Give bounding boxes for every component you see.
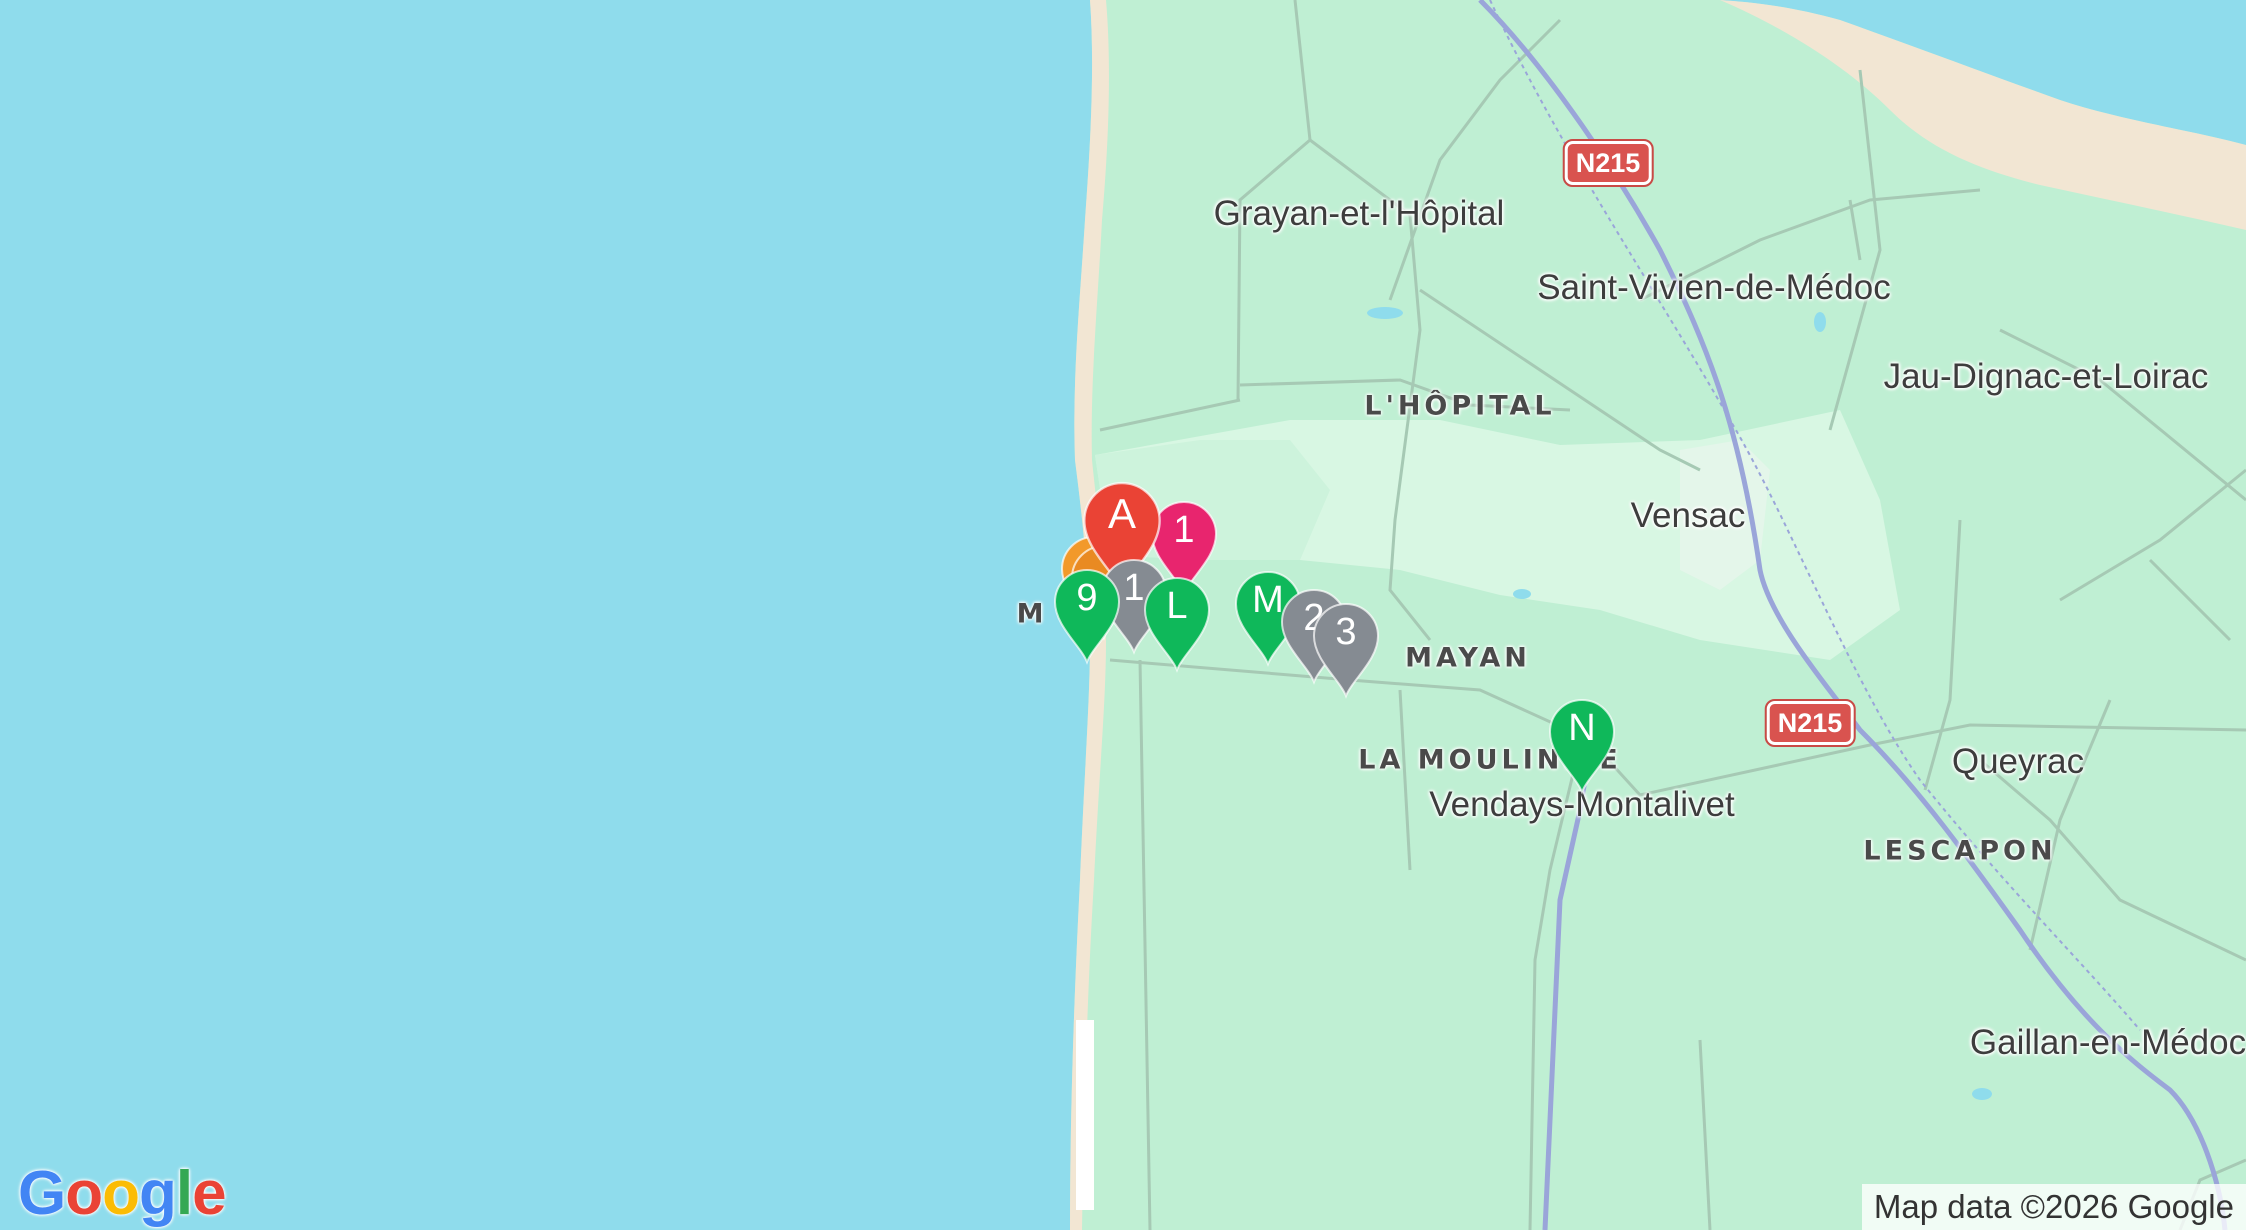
logo-letter: o — [65, 1159, 103, 1228]
village-area — [1680, 440, 1770, 590]
area-label-lescapon: LESCAPON — [1863, 835, 2057, 867]
marker-label: N — [1568, 707, 1596, 749]
map-marker-m[interactable]: M — [1230, 566, 1306, 668]
place-label-jau-dignac: Jau-Dignac-et-Loirac — [1883, 357, 2209, 396]
logo-letter: e — [192, 1159, 226, 1228]
lakes — [1367, 307, 1992, 1100]
map-marker-l[interactable]: L — [1139, 572, 1215, 674]
place-label-queyrac: Queyrac — [1951, 742, 2085, 781]
map-attribution[interactable]: Map data ©2026 Google — [1861, 1184, 2246, 1230]
place-label-gaillan: Gaillan-en-Médoc — [1969, 1023, 2246, 1062]
place-label-grayan: Grayan-et-l'Hôpital — [1213, 194, 1505, 233]
marker-label: 3 — [1335, 611, 1357, 653]
marker-label: 1 — [1123, 567, 1145, 609]
map-marker-3[interactable]: 3 — [1308, 598, 1384, 700]
area-label-mayan: MAYAN — [1405, 642, 1531, 674]
marker-label: A — [1107, 490, 1136, 537]
marker-label: 1 — [1173, 509, 1195, 551]
road-shield-n215-north: N215 — [1562, 139, 1654, 187]
logo-letter: g — [138, 1159, 177, 1228]
logo-letter: o — [102, 1159, 140, 1228]
place-label-vensac: Vensac — [1630, 496, 1746, 535]
marker-label: L — [1166, 585, 1188, 627]
marker-label: M — [1252, 579, 1284, 621]
place-label-saint-vivien: Saint-Vivien-de-Médoc — [1537, 268, 1891, 307]
area-label-hopital: L'HÔPITAL — [1364, 390, 1556, 422]
google-logo[interactable]: Google — [18, 1158, 227, 1229]
marker-label: 9 — [1076, 577, 1098, 619]
map-marker-9[interactable]: 9 — [1049, 564, 1125, 666]
area-label-montalivet: M — [1016, 598, 1048, 630]
estuary-shore — [1720, 0, 2246, 230]
river-estuary — [1720, 0, 2246, 145]
marker-pin-icon — [1312, 603, 1380, 699]
road-shield-n215-south: N215 — [1764, 699, 1856, 747]
map-marker-a[interactable]: A — [1077, 476, 1167, 596]
beach-white-strip — [1076, 1020, 1094, 1210]
marker-pin-icon — [1053, 569, 1121, 665]
map-marker-n[interactable]: N — [1544, 694, 1620, 796]
map-marker-1-pink[interactable]: 1 — [1146, 496, 1222, 598]
logo-letter: l — [175, 1159, 193, 1228]
logo-letter: G — [18, 1159, 66, 1228]
marker-pin-icon — [1548, 699, 1616, 795]
marker-pin-icon — [1083, 481, 1161, 595]
marker-pin-icon — [1150, 501, 1218, 597]
marker-pin-icon — [1143, 577, 1211, 673]
minor-roads — [1099, 0, 2246, 1230]
